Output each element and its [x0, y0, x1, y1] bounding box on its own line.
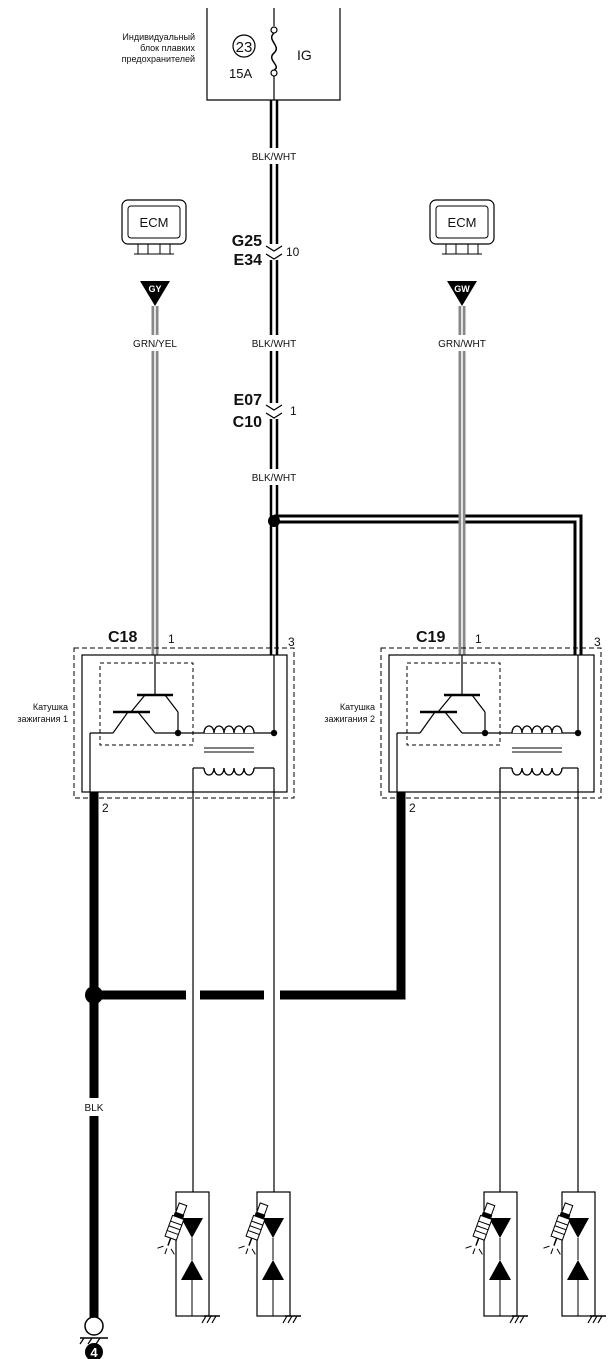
coil1-pin-1: 1 [168, 632, 175, 646]
coil2-secondary-winding [511, 767, 563, 776]
ground-wires: BLK 4 [74, 792, 406, 1359]
coil2-label-line-1: Катушка [340, 702, 375, 712]
ground-icon [201, 1315, 221, 1324]
fuse-box: Индивидуальный блок плавких предохраните… [122, 8, 341, 101]
ecm-right: ECM GW GRN/WHT [424, 199, 500, 655]
ground-splice-dot [85, 986, 103, 1004]
ecm-right-label: ECM [448, 215, 477, 230]
spark-plug-module-2 [236, 1191, 302, 1324]
coil1-label-line-1: Катушка [33, 702, 68, 712]
splice-dot [268, 515, 280, 527]
ground-icon [282, 1315, 302, 1324]
wire-label-blk: BLK [85, 1103, 104, 1114]
connector-label-e34: E34 [234, 252, 263, 269]
spark-plug-module-3 [463, 1191, 529, 1324]
ignition-coil-1: C18 1 3 2 Катушка зажигания 1 [17, 629, 295, 815]
fuse-box-title-line-2: блок плавких [140, 43, 195, 53]
ignition-coil-2: C19 1 3 2 Катушка зажигания 2 [324, 629, 602, 815]
spark-plug-module-1 [155, 1191, 221, 1324]
coil1-label-line-2: зажигания 1 [17, 714, 68, 724]
ground-point-number: 4 [90, 1345, 98, 1359]
coil1-pin-2: 2 [102, 801, 109, 815]
secondary-wires [192, 768, 579, 1196]
fuse-box-title-line-1: Индивидуальный [122, 32, 195, 42]
coil1-primary-winding [203, 725, 255, 734]
coil2-label-line-2: зажигания 2 [324, 714, 375, 724]
fuse-number: 23 [236, 39, 253, 56]
connector-label-c18: C18 [108, 629, 137, 646]
wire-label-grn-wht: GRN/WHT [438, 339, 486, 350]
ecm-right-pin: GW [454, 284, 470, 294]
fuse-circuit: IG [297, 47, 312, 63]
spark-plug-module-4 [541, 1191, 607, 1324]
fuse-rating: 15A [229, 66, 252, 81]
connector-e07-c10: E07 C10 1 [233, 392, 297, 431]
connector-label-e07: E07 [234, 392, 263, 409]
fuse-icon [271, 32, 277, 71]
connector-label-c19: C19 [416, 629, 445, 646]
main-power-wire: BLK/WHT BLK/WHT BLK/WHT [240, 100, 308, 655]
branch-power-wire [268, 514, 583, 655]
coil2-primary-winding [511, 725, 563, 734]
ecm-left-label: ECM [140, 215, 169, 230]
pin-label-1: 1 [290, 404, 297, 418]
connector-label-g25: G25 [232, 233, 262, 250]
pin-label-10: 10 [286, 245, 300, 259]
coil1-secondary-winding [203, 767, 255, 776]
wire-label-grn-yel: GRN/YEL [133, 339, 177, 350]
ground-icon [509, 1315, 529, 1324]
wire-label-blk-wht-3: BLK/WHT [252, 473, 296, 484]
ecm-left: ECM GY GRN/YEL [118, 199, 192, 655]
connector-label-c10: C10 [233, 414, 262, 431]
fuse-number-circle [232, 34, 256, 58]
ecm-left-pin: GY [148, 284, 161, 294]
connector-g25-e34: G25 E34 10 [232, 233, 300, 269]
coil2-pin-3: 3 [594, 635, 601, 649]
ground-point-badge [85, 1343, 103, 1359]
ground-icon [587, 1315, 607, 1324]
coil1-pin-3: 3 [288, 635, 295, 649]
coil2-pin-1: 1 [475, 632, 482, 646]
wire-label-blk-wht-2: BLK/WHT [252, 339, 296, 350]
wire-label-blk-wht-1: BLK/WHT [252, 152, 296, 163]
fuse-box-title-line-3: предохранителей [122, 54, 195, 64]
coil2-pin-2: 2 [409, 801, 416, 815]
